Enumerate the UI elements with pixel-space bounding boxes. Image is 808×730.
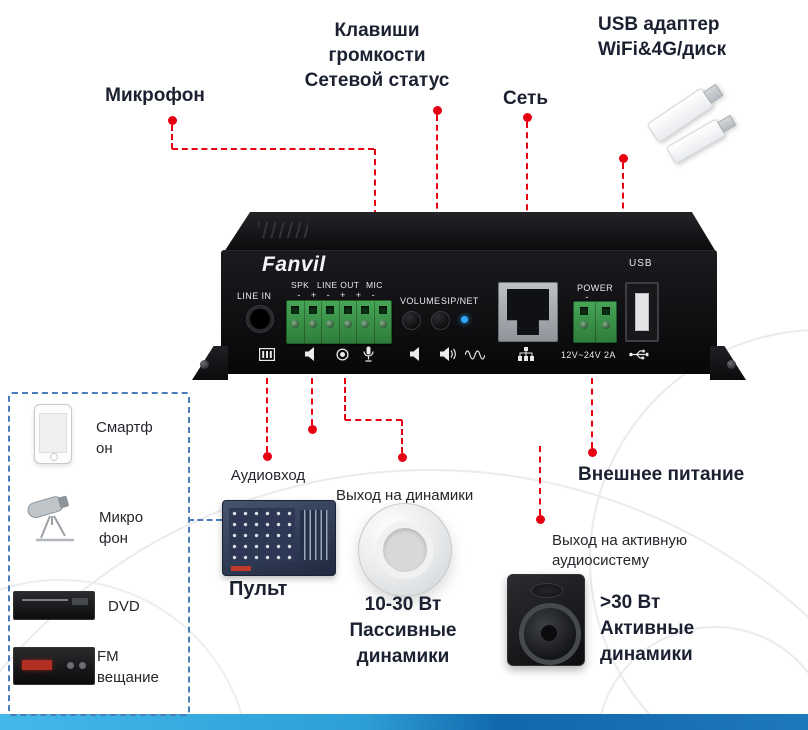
line-spk-out (311, 378, 313, 425)
dot-usb-adapter (619, 154, 628, 163)
screw-hole-right (727, 360, 736, 369)
line-speaker-output-h (345, 419, 402, 421)
volume-down-button (402, 311, 421, 330)
callout-speaker-output: Выход на динамики (336, 487, 474, 504)
microphone-device-icon (20, 490, 84, 544)
usb-a-port (625, 282, 659, 342)
dvd-player-icon (13, 591, 95, 620)
dot-volume-keys (433, 106, 442, 115)
line-microphone-v1 (171, 125, 173, 149)
device-vent-lines (258, 222, 308, 238)
line-usb-adapter (622, 163, 624, 258)
callout-microphone: Микрофон (105, 85, 205, 106)
active-speaker-icon (507, 574, 585, 666)
line-in-jack (247, 306, 273, 332)
spk-label: SPK (291, 280, 310, 290)
terminal-slot (321, 301, 339, 343)
terminal-slot (287, 301, 304, 343)
fm-receiver-icon (13, 647, 95, 685)
line-in-label: LINE IN (237, 291, 272, 301)
sip-net-label: SIP/NET (441, 296, 479, 306)
line-audio-input (266, 378, 268, 452)
power-terminal-block (573, 301, 617, 343)
ceiling-speaker-icon (358, 503, 452, 597)
callout-network: Сеть (503, 88, 549, 109)
line-out-label: LINE OUT (317, 280, 360, 290)
volume-min-icon (409, 347, 424, 361)
dot-speaker-output (398, 453, 407, 462)
volume-label: VOLUME (400, 296, 441, 306)
line-speaker-output-v1 (344, 378, 346, 420)
screw-hole-left (200, 360, 209, 369)
line-in-icon (259, 348, 276, 362)
terminal-polarity-marks: - + - + + - (297, 290, 379, 300)
terminal-slot (574, 302, 595, 342)
line-volume-keys (436, 115, 438, 267)
callout-active-output: Выход на активную аудиосистему (552, 532, 688, 569)
line-speaker-output-v2 (401, 420, 403, 453)
usb-port-label: USB (629, 258, 653, 269)
callout-volume-network-status: Клавиши громкости Сетевой статус (304, 20, 450, 91)
passive-speakers-label: 10-30 Вт Пассивные динамики (349, 594, 457, 667)
speaker-out-icon (304, 347, 319, 361)
mixer-console-icon (222, 500, 336, 576)
terminal-slot (373, 301, 392, 343)
mic-label: MIC (366, 280, 383, 290)
usb-icon (629, 349, 649, 360)
dot-microphone (168, 116, 177, 125)
terminal-slot (594, 302, 617, 342)
line-external-power (591, 378, 593, 448)
ethernet-port (498, 282, 558, 342)
brand-logo: Fanvil (262, 253, 326, 276)
line-microphone-h (172, 148, 374, 150)
sip-net-led (461, 316, 468, 323)
dot-spk-out (308, 425, 317, 434)
dot-audio-input (263, 452, 272, 461)
active-speakers-label: >30 Вт Активные динамики (600, 592, 695, 665)
sources-to-mixer-link (188, 519, 222, 521)
smartphone-icon (34, 404, 72, 464)
line-network (526, 122, 528, 272)
volume-max-icon (439, 347, 458, 361)
source-label-dvd: DVD (108, 598, 140, 615)
power-spec-label: 12V~24V 2A (561, 350, 616, 360)
callout-external-power: Внешнее питание (578, 464, 745, 485)
dot-network (523, 113, 532, 122)
line-active-output (539, 446, 541, 515)
line-microphone-v2 (374, 149, 376, 267)
network-icon (518, 347, 534, 361)
source-label-microphone: Микрофон (99, 509, 144, 547)
callout-usb-adapter: USB адаптер WiFi&4G/диск (598, 14, 727, 60)
power-label: POWER (577, 283, 614, 293)
mixer-label: Пульт (229, 578, 288, 600)
record-icon (336, 348, 349, 361)
wave-icon (464, 350, 486, 360)
terminal-slot (338, 301, 357, 343)
terminal-slot (356, 301, 374, 343)
volume-up-button (431, 311, 450, 330)
dot-external-power (588, 448, 597, 457)
audio-sources-group (8, 392, 190, 716)
terminal-slot (303, 301, 322, 343)
dot-active-output (536, 515, 545, 524)
bottom-accent-bar (0, 714, 808, 730)
source-label-fm: FM вещание (97, 648, 159, 686)
callout-audio-input: Аудиовход (230, 467, 306, 484)
mic-in-icon (363, 346, 374, 362)
source-label-smartphone: Смартфон (96, 419, 153, 457)
speaker-terminal-block (286, 300, 392, 344)
